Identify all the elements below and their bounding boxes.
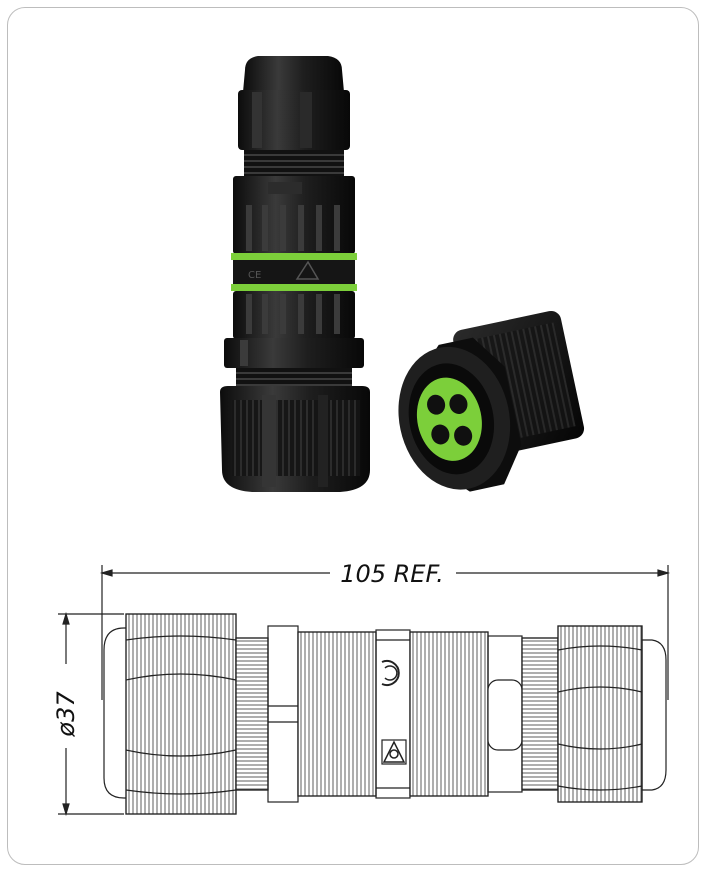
upright-connector-photo: CE — [220, 56, 370, 492]
svg-text:CE: CE — [248, 270, 261, 281]
tilted-connector-photo — [398, 310, 585, 492]
length-dimension-label: 105 REF. — [340, 560, 444, 588]
diameter-dimension-label: ø37 — [52, 691, 80, 738]
dimension-drawing — [58, 565, 671, 817]
